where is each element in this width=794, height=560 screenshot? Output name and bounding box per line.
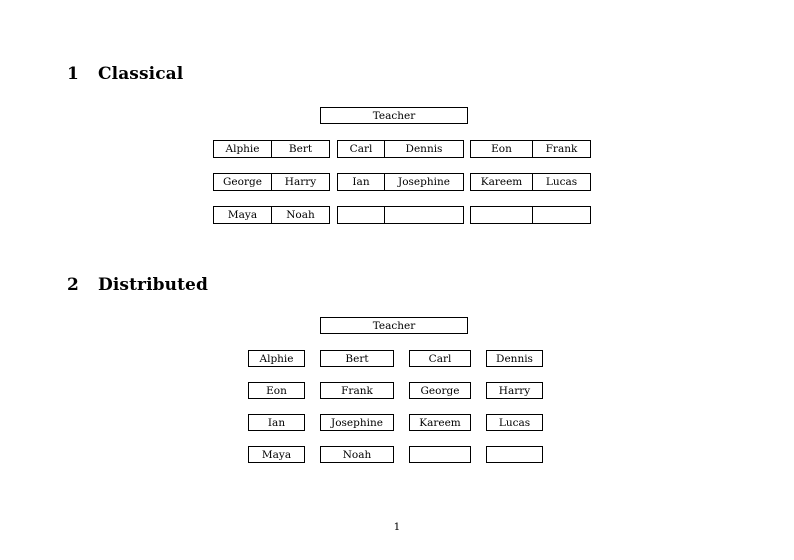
list-item: Ian Josephine Kareem Lucas — [248, 414, 543, 431]
table-row: Carl Dennis — [337, 140, 464, 158]
page-number: 1 — [393, 521, 401, 533]
distributed-teacher-box: Teacher — [320, 317, 468, 334]
cell-empty — [470, 206, 533, 224]
cell: Maya — [213, 206, 272, 224]
cell: Josephine — [384, 173, 464, 191]
classical-group: Eon Frank Kareem Lucas — [470, 140, 591, 224]
cell: Carl — [409, 350, 471, 367]
table-row: Maya Noah — [213, 206, 330, 224]
section-title: Distributed — [98, 275, 208, 295]
table-row: George Harry — [213, 173, 330, 191]
cell: Alphie — [248, 350, 305, 367]
cell: George — [409, 382, 471, 399]
cell: Harry — [271, 173, 330, 191]
cell-empty — [409, 446, 471, 463]
cell: Bert — [320, 350, 394, 367]
cell: Lucas — [486, 414, 543, 431]
cell: Frank — [532, 140, 591, 158]
cell: Bert — [271, 140, 330, 158]
cell: Josephine — [320, 414, 394, 431]
cell: Frank — [320, 382, 394, 399]
classical-teacher-box: Teacher — [320, 107, 468, 124]
cell-empty — [384, 206, 464, 224]
cell: Lucas — [532, 173, 591, 191]
table-row: Kareem Lucas — [470, 173, 591, 191]
cell: Carl — [337, 140, 385, 158]
classical-group: Carl Dennis Ian Josephine — [337, 140, 464, 224]
section-number: 1 — [67, 64, 79, 84]
table-row: Ian Josephine — [337, 173, 464, 191]
list-item: Maya Noah — [248, 446, 543, 463]
cell: Eon — [470, 140, 533, 158]
cell-empty — [337, 206, 385, 224]
cell: Harry — [486, 382, 543, 399]
list-item: Eon Frank George Harry — [248, 382, 543, 399]
cell: Noah — [271, 206, 330, 224]
cell: Dennis — [486, 350, 543, 367]
distributed-grid: Alphie Bert Carl Dennis Eon Frank George… — [248, 350, 543, 463]
table-row — [337, 206, 464, 224]
cell: Kareem — [409, 414, 471, 431]
section-number: 2 — [67, 275, 79, 295]
classical-teacher-label: Teacher — [372, 109, 416, 122]
list-item: Alphie Bert Carl Dennis — [248, 350, 543, 367]
distributed-teacher-label: Teacher — [372, 319, 416, 332]
cell: George — [213, 173, 272, 191]
table-row: Alphie Bert — [213, 140, 330, 158]
cell: Kareem — [470, 173, 533, 191]
cell-empty — [532, 206, 591, 224]
section-title: Classical — [98, 64, 184, 84]
cell: Alphie — [213, 140, 272, 158]
table-row: Eon Frank — [470, 140, 591, 158]
section-heading-classical: 1 Classical — [67, 64, 183, 84]
cell-empty — [486, 446, 543, 463]
cell: Dennis — [384, 140, 464, 158]
classical-group: Alphie Bert George Harry Maya Noah — [213, 140, 330, 224]
section-heading-distributed: 2 Distributed — [67, 275, 208, 295]
cell: Ian — [248, 414, 305, 431]
cell: Ian — [337, 173, 385, 191]
cell: Eon — [248, 382, 305, 399]
cell: Maya — [248, 446, 305, 463]
table-row — [470, 206, 591, 224]
cell: Noah — [320, 446, 394, 463]
